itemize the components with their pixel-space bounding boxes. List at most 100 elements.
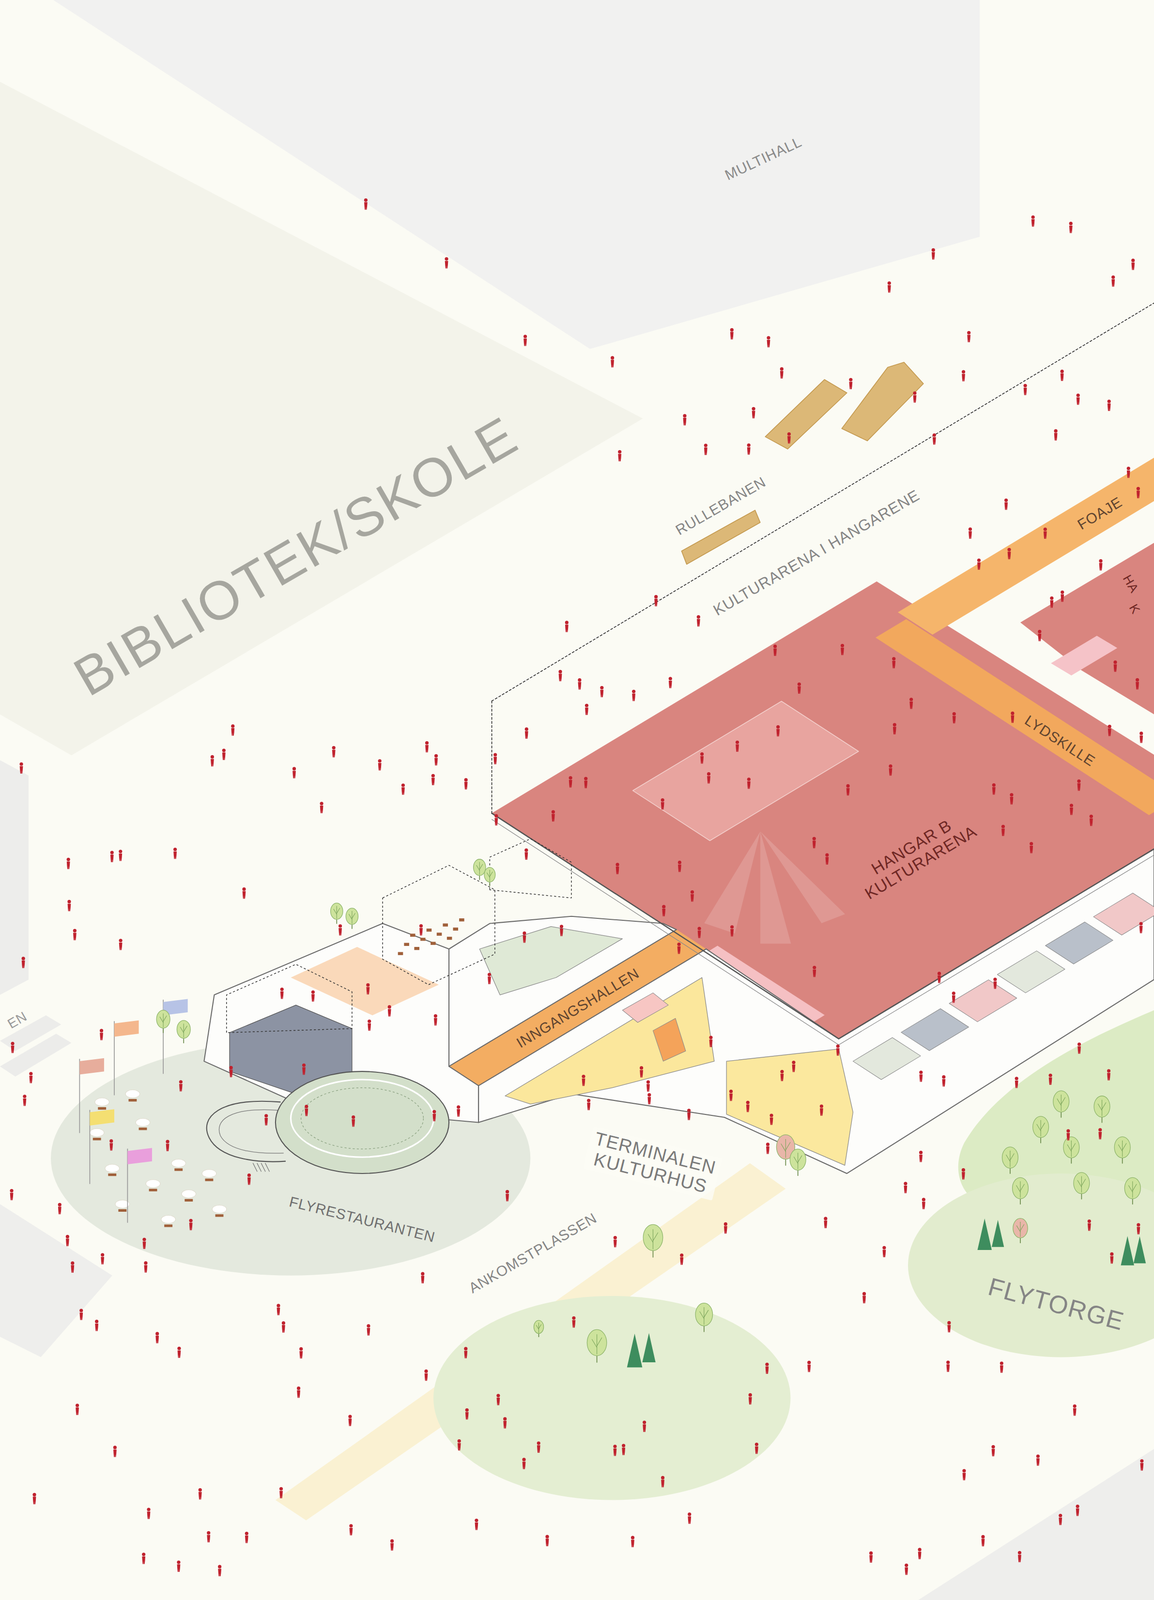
person-head: [730, 925, 734, 929]
person-body: [1131, 262, 1135, 271]
tree-branch: [798, 1155, 802, 1163]
person-head: [1139, 1459, 1144, 1463]
person-head: [780, 367, 784, 371]
person-figure: [776, 725, 780, 737]
tree-branch: [538, 1323, 539, 1334]
tree-branch: [183, 1024, 185, 1038]
person-figure: [654, 595, 658, 607]
person-figure: [647, 1093, 651, 1105]
tree-branch: [1102, 1102, 1107, 1110]
person-head: [1076, 1505, 1080, 1509]
person-head: [1000, 1361, 1004, 1366]
table: [92, 1138, 102, 1141]
person-body: [496, 1398, 501, 1406]
person-head: [1073, 1404, 1077, 1409]
person-body: [166, 1143, 170, 1152]
person-body: [21, 960, 26, 969]
person-figure: [1007, 548, 1011, 560]
neighbour-block: [0, 1204, 113, 1358]
person-figure: [687, 1512, 692, 1524]
terrace-curve: [206, 1101, 286, 1163]
person-figure: [505, 1190, 509, 1202]
person-body: [565, 624, 569, 633]
person-figure: [961, 369, 966, 382]
person-body: [661, 802, 665, 811]
person-body: [730, 332, 734, 340]
conifer: [627, 1334, 643, 1369]
person-head: [600, 686, 604, 690]
person-head: [113, 1446, 117, 1450]
person-body: [848, 381, 853, 390]
person-body: [475, 1523, 479, 1531]
person-figure: [807, 1361, 811, 1373]
person-head: [952, 991, 956, 996]
tree-branch: [1020, 1184, 1025, 1192]
conifer: [1121, 1236, 1135, 1266]
person-head: [941, 1075, 946, 1079]
person-figure: [1136, 487, 1140, 499]
person-body: [919, 1154, 923, 1163]
person-figure: [952, 712, 956, 724]
person-body: [819, 1108, 824, 1117]
person-head: [836, 1044, 840, 1048]
person-figure: [242, 887, 246, 899]
person-figure: [687, 1108, 691, 1121]
person-head: [647, 1093, 651, 1097]
person-figure: [1087, 1219, 1092, 1231]
person-body: [748, 1397, 753, 1406]
person-body: [992, 787, 996, 796]
tree-crown: [1063, 1137, 1080, 1159]
person-head: [559, 924, 564, 929]
umbrella: [94, 1098, 109, 1107]
person-head: [206, 1531, 211, 1536]
person-body: [1136, 1227, 1140, 1235]
tree-crown: [1093, 1096, 1110, 1118]
person-body: [1010, 797, 1014, 805]
person-head: [264, 1114, 268, 1118]
person-figure: [522, 931, 526, 943]
person-body: [1036, 1458, 1040, 1467]
person-figure: [264, 1114, 268, 1126]
foyer-band-fill: [897, 454, 1154, 635]
person-head: [109, 1139, 113, 1143]
person-head: [791, 1061, 796, 1065]
person-body: [424, 1373, 429, 1382]
person-figure: [109, 1139, 113, 1151]
person-body: [707, 776, 711, 785]
table: [184, 1199, 193, 1202]
person-head: [245, 1532, 249, 1536]
person-figure: [292, 767, 296, 779]
person-body: [991, 1449, 996, 1458]
person-body: [962, 1473, 967, 1481]
person-figure: [1076, 1505, 1080, 1517]
area-label: RULLEBANEN: [671, 473, 770, 539]
hangar-wall: [492, 813, 1154, 1040]
person-head: [551, 810, 555, 815]
person-body: [1069, 225, 1073, 234]
person-head: [977, 558, 981, 563]
person-body: [366, 987, 370, 996]
tree-branch: [793, 1157, 798, 1165]
person-body: [697, 930, 702, 939]
person-body: [29, 1076, 33, 1084]
person-head: [179, 1080, 183, 1084]
person-figure: [10, 1042, 15, 1054]
person-figure: [537, 1442, 541, 1454]
person-head: [65, 1235, 70, 1239]
person-figure: [754, 1443, 759, 1455]
person-head: [1015, 1077, 1019, 1081]
person-head: [242, 887, 246, 892]
person-body: [942, 1079, 946, 1088]
person-figure: [401, 783, 405, 795]
person-head: [189, 1219, 193, 1223]
person-body: [937, 975, 941, 984]
tree-branch: [351, 911, 353, 924]
person-head: [584, 704, 589, 708]
person-body: [1077, 1046, 1081, 1055]
person-body: [836, 1048, 840, 1057]
person-head: [29, 1072, 33, 1076]
tree-branch: [336, 908, 340, 914]
person-body: [419, 928, 423, 937]
umbrella: [161, 1215, 176, 1224]
person-body: [113, 1449, 117, 1458]
